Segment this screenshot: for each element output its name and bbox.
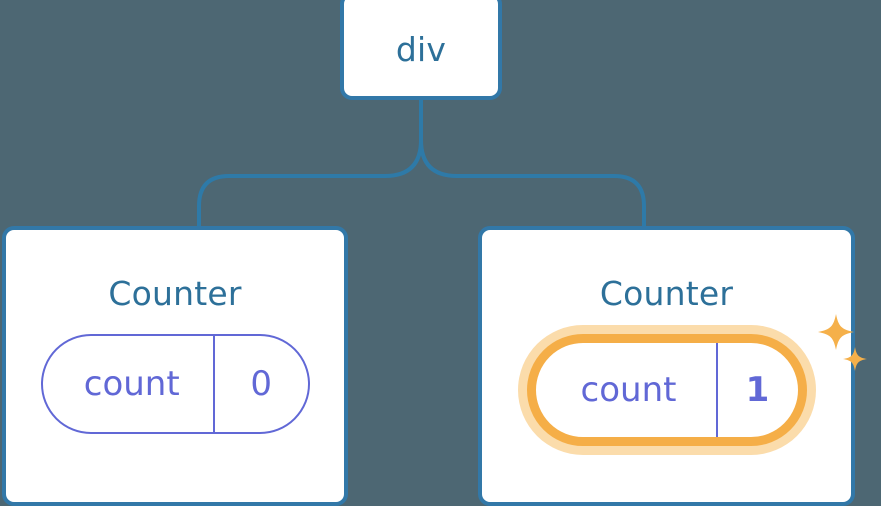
node-counter-left-title: Counter xyxy=(108,274,242,313)
node-counter-right-title: Counter xyxy=(599,274,734,313)
state-value-right: 1 xyxy=(715,343,798,437)
state-key-left: count xyxy=(83,364,180,404)
sparkle-large-icon xyxy=(817,314,854,350)
node-counter-right[interactable]: Counter count 1 xyxy=(478,226,867,506)
state-value-left: 0 xyxy=(212,336,308,432)
connector-right xyxy=(419,98,646,230)
connector-left xyxy=(197,98,423,230)
state-pill-left[interactable]: count 0 xyxy=(40,334,310,434)
state-pill-right[interactable]: count 1 xyxy=(526,334,807,446)
node-div[interactable]: div xyxy=(340,0,502,100)
node-div-label: div xyxy=(395,29,447,69)
connector-lines xyxy=(197,98,646,230)
state-pill-wrapper-left: count 0 xyxy=(40,334,310,434)
node-counter-left[interactable]: Counter count 0 xyxy=(2,226,348,506)
state-key-right: count xyxy=(580,370,677,410)
state-pill-wrapper-right: count 1 xyxy=(526,314,867,446)
